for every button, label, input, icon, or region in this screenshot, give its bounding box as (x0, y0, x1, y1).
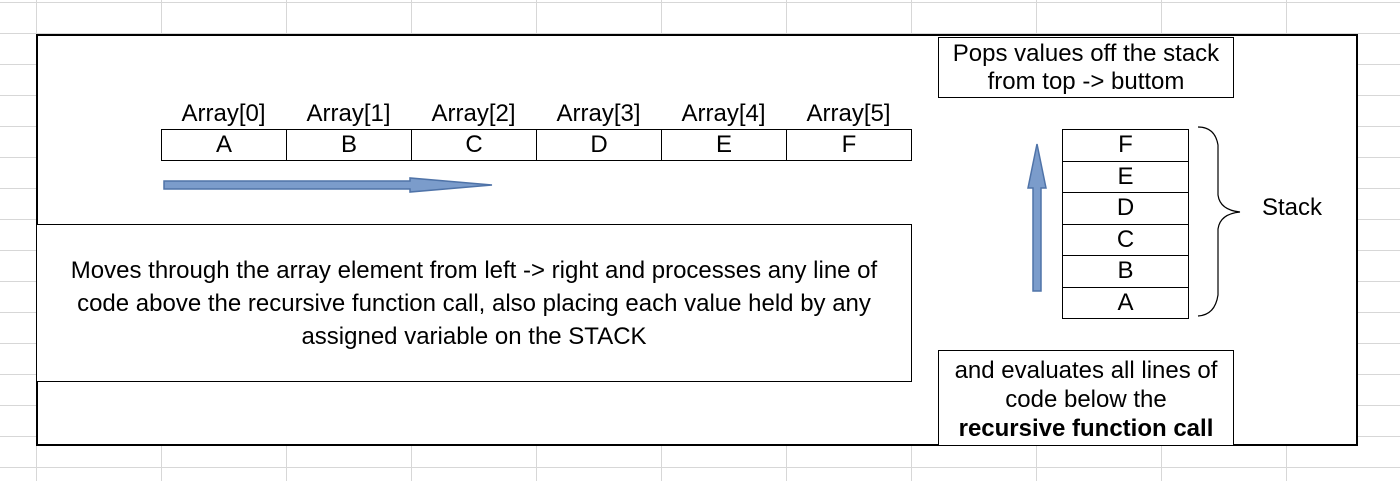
pop-note-line-1: Pops values off the stack (952, 40, 1220, 67)
traversal-description-text: Moves through the array element from lef… (70, 256, 878, 350)
evaluate-note-line-3: recursive function call (958, 415, 1214, 442)
evaluate-note-box: and evaluates all lines of code below th… (938, 350, 1234, 446)
pop-note-line-2: from top -> buttom (987, 68, 1185, 95)
array-cell-4: E (661, 130, 786, 160)
array-cell-5: F (786, 130, 911, 160)
array-header-2: Array[2] (431, 100, 516, 127)
array-header-4: Array[4] (681, 100, 766, 127)
stack-cell-0: F (1118, 131, 1133, 158)
up-arrow-icon (1027, 143, 1047, 292)
array-header-3: Array[3] (556, 100, 641, 127)
right-arrow-icon (163, 177, 493, 193)
stack-cell-2: D (1063, 192, 1188, 224)
stack-column: F E D C B A (1062, 129, 1189, 319)
array-header-1: Array[1] (306, 100, 391, 127)
traversal-description-box: Moves through the array element from lef… (36, 224, 912, 382)
pop-note-box: Pops values off the stack from top -> bu… (938, 37, 1234, 98)
array-header-5: Array[5] (806, 100, 891, 127)
stack-label: Stack (1262, 194, 1323, 221)
stack-cell-3: C (1063, 223, 1188, 256)
array-cell-1: B (286, 130, 411, 160)
array-cell-3: D (536, 130, 661, 160)
array-cell-0: A (215, 131, 232, 158)
evaluate-note-line-2: code below the (1005, 386, 1167, 413)
stack-cell-4: B (1063, 255, 1188, 287)
evaluate-note-line-1: and evaluates all lines of (954, 357, 1218, 384)
array-header-0: Array[0] (181, 100, 266, 127)
stack-cell-1: E (1063, 160, 1188, 193)
array-cell-2: C (411, 130, 536, 160)
stack-cell-5: A (1063, 286, 1188, 319)
array-row: A B C D E F (161, 129, 912, 161)
brace-icon (1197, 126, 1241, 317)
